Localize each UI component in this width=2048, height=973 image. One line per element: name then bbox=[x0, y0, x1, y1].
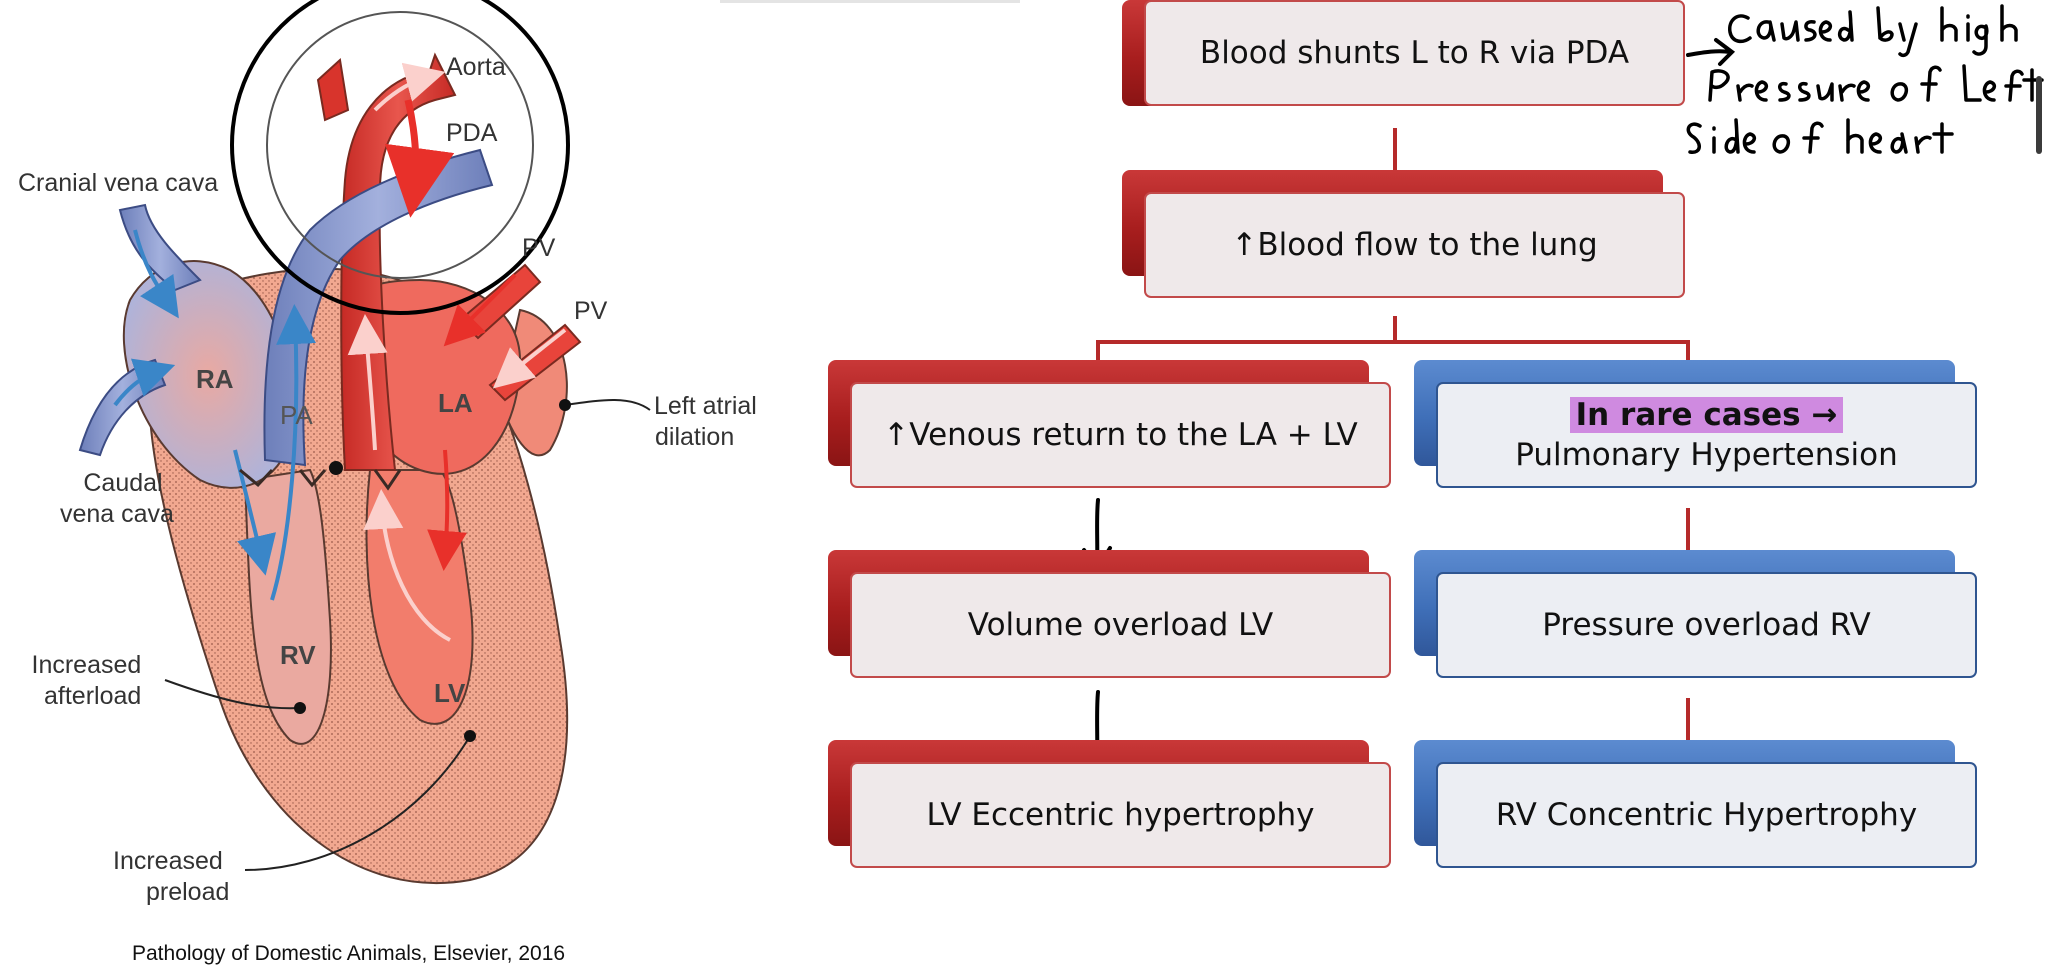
label-pa: PA bbox=[280, 400, 313, 430]
leader-dot-afterload bbox=[294, 702, 306, 714]
leader-dot-preload bbox=[464, 730, 476, 742]
leader-preload bbox=[244, 735, 471, 871]
top-edge-bar bbox=[720, 0, 1020, 3]
label-pda: PDA bbox=[446, 119, 498, 147]
label-left-atrial-dilation: Left atrial dilation bbox=[654, 392, 757, 451]
cranial-vena-cava bbox=[118, 203, 202, 292]
citation: Pathology of Domestic Animals, Elsevier,… bbox=[132, 942, 566, 965]
flow-arrow-lv-up bbox=[363, 489, 451, 642]
box-text: ↑Blood flow to the lung bbox=[1231, 227, 1598, 263]
box-text: Pulmonary Hypertension bbox=[1515, 437, 1898, 473]
box-face: Blood shunts L to R via PDA bbox=[1144, 0, 1685, 106]
box-face: LV Eccentric hypertrophy bbox=[850, 762, 1391, 868]
flow-arrow-rv-pa bbox=[270, 304, 317, 601]
aorta-branch bbox=[316, 58, 350, 122]
scrollbar-thumb[interactable] bbox=[2036, 76, 2042, 154]
flow-arrow-pda bbox=[384, 99, 455, 218]
flow-box-venous-return: ↑Venous return to the LA + LV bbox=[828, 360, 1393, 492]
flow-box-pulmonary-hypertension: In rare cases → Pulmonary Hypertension bbox=[1414, 360, 1979, 492]
label-rv: RV bbox=[280, 640, 316, 670]
box-text: Blood shunts L to R via PDA bbox=[1199, 35, 1630, 71]
flow-arrow-ra-rv bbox=[233, 449, 277, 576]
label-cranial-vena-cava: Cranial vena cava bbox=[18, 169, 219, 197]
flow-arrow-lv-aorta bbox=[347, 314, 388, 451]
box-face: ↑Venous return to the LA + LV bbox=[850, 382, 1391, 488]
flow-box-lung-flow: ↑Blood flow to the lung bbox=[1122, 170, 1687, 302]
box-face: Volume overload LV bbox=[850, 572, 1391, 678]
flow-arrow-aorta-top bbox=[373, 62, 446, 112]
heart-valves bbox=[239, 468, 402, 491]
box-face: ↑Blood flow to the lung bbox=[1144, 192, 1685, 298]
flow-box-volume-overload: Volume overload LV bbox=[828, 550, 1393, 682]
valve-dot bbox=[329, 461, 343, 475]
label-pv-1: PV bbox=[522, 234, 556, 262]
box-text: Volume overload LV bbox=[967, 607, 1274, 643]
flow-arrow-la-lv bbox=[427, 449, 467, 571]
box-text: ↑Venous return to the LA + LV bbox=[883, 417, 1358, 453]
flow-box-pda-shunt: Blood shunts L to R via PDA bbox=[1122, 0, 1687, 132]
leader-afterload bbox=[164, 679, 301, 710]
pda-circle-annotation bbox=[230, 0, 570, 315]
label-aorta: Aorta bbox=[446, 53, 506, 81]
flow-box-eccentric-hypertrophy: LV Eccentric hypertrophy bbox=[828, 740, 1393, 872]
box-text: Pressure overload RV bbox=[1542, 607, 1871, 643]
label-increased-preload: Increased preload bbox=[113, 847, 230, 906]
label-lv: LV bbox=[434, 678, 466, 708]
flow-arrow-cvc bbox=[133, 229, 179, 319]
leader-left-atrial bbox=[564, 399, 651, 411]
box-text: RV Concentric Hypertrophy bbox=[1495, 797, 1918, 833]
box-face: In rare cases → Pulmonary Hypertension bbox=[1436, 382, 1977, 488]
label-ra: RA bbox=[196, 364, 234, 394]
label-caudal-vena-cava: Caudal vena cava bbox=[60, 469, 174, 528]
label-pv-2: PV bbox=[574, 297, 608, 325]
box-face: RV Concentric Hypertrophy bbox=[1436, 762, 1977, 868]
flow-box-concentric-hypertrophy: RV Concentric Hypertrophy bbox=[1414, 740, 1979, 872]
label-increased-afterload: Increased afterload bbox=[31, 651, 142, 710]
box-face: Pressure overload RV bbox=[1436, 572, 1977, 678]
heart-illustration bbox=[78, 0, 651, 885]
flow-arrow-pv1 bbox=[443, 273, 517, 347]
handwritten-note bbox=[1686, 4, 2044, 154]
hand-arrow-to-note bbox=[1686, 38, 1736, 66]
label-la: LA bbox=[438, 388, 473, 418]
leader-dot-left-atrial bbox=[559, 399, 571, 411]
box-text: LV Eccentric hypertrophy bbox=[926, 797, 1315, 833]
flow-arrow-caudal bbox=[113, 358, 176, 407]
flow-arrow-pv2 bbox=[492, 328, 567, 389]
flow-box-pressure-overload: Pressure overload RV bbox=[1414, 550, 1979, 682]
rare-cases-highlight: In rare cases → bbox=[1569, 397, 1844, 433]
pda-inner-circle bbox=[266, 11, 534, 279]
